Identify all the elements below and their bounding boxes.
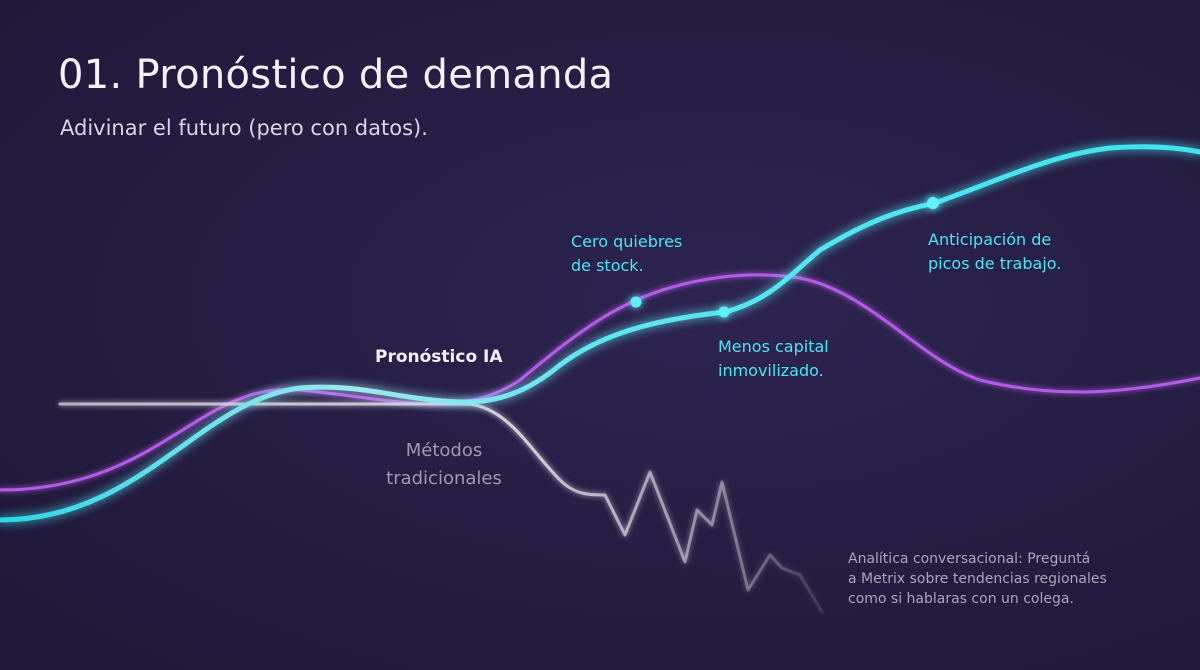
ai-forecast-label: Pronóstico IA [375, 347, 503, 367]
capital-annotation: Menos capital inmovilizado. [718, 337, 829, 380]
traditional-methods-line [58, 402, 824, 614]
peaks-marker-dot [927, 197, 939, 209]
stock-annotation: Cero quiebres de stock. [571, 232, 683, 275]
demand-curve [0, 273, 1200, 492]
conversational-analytics-note: Analítica conversacional: Preguntá a Met… [848, 551, 1107, 607]
peaks-annotation: Anticipación de picos de trabajo. [928, 230, 1062, 273]
capital-marker-dot [718, 306, 730, 318]
ai-forecast-curve [0, 144, 1200, 523]
page-subtitle: Adivinar el futuro (pero con datos). [60, 116, 428, 140]
traditional-methods-label: Métodos tradicionales [386, 440, 502, 489]
page-title: 01. Pronóstico de demanda [58, 52, 614, 98]
stock-marker-dot [630, 296, 642, 308]
